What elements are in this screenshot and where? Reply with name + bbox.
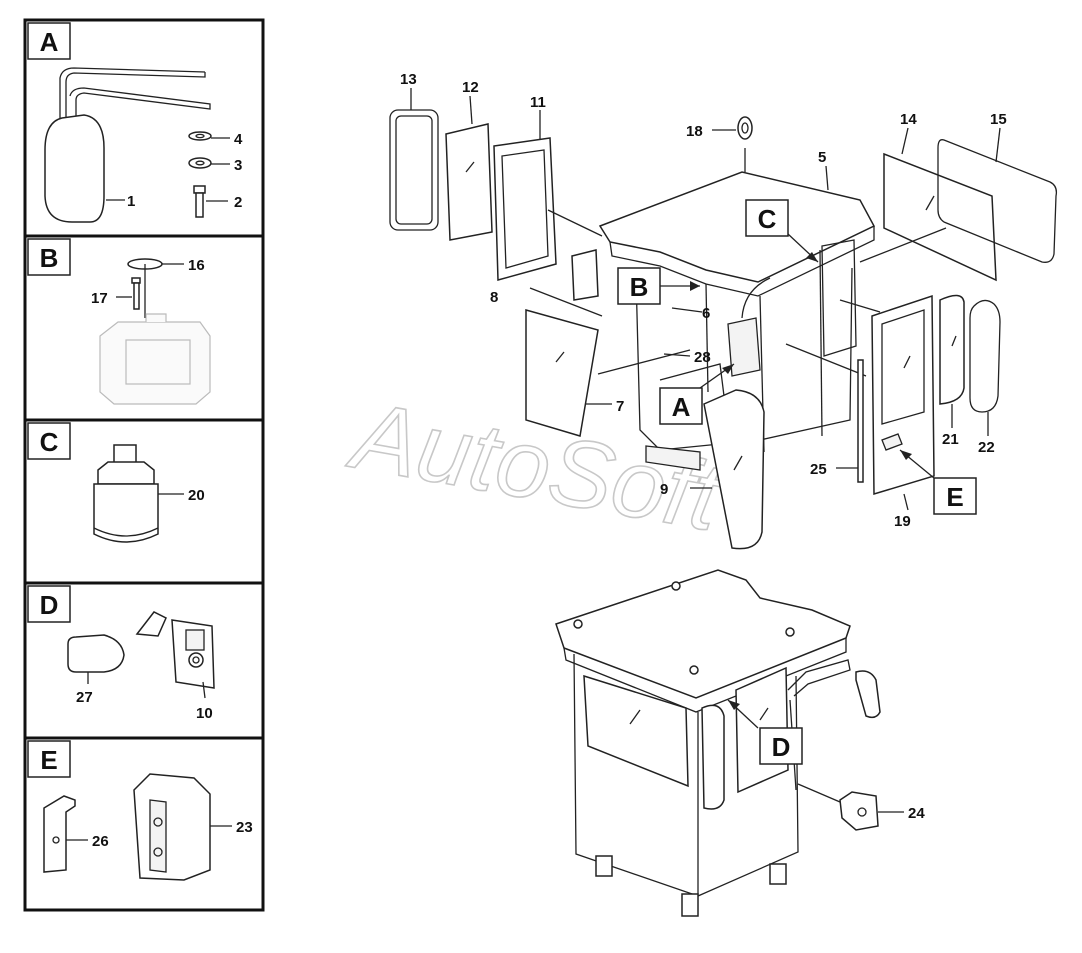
panel-b-letter: B bbox=[40, 243, 59, 273]
svg-text:D: D bbox=[772, 732, 791, 762]
part-label-7: 7 bbox=[616, 398, 624, 415]
callout-b: B bbox=[617, 267, 700, 305]
part-label-14: 14 bbox=[900, 111, 917, 128]
part-label-4: 4 bbox=[234, 131, 243, 148]
panel-a-letter: A bbox=[40, 27, 59, 57]
callout-a: A bbox=[659, 363, 735, 425]
cab-body bbox=[571, 239, 857, 471]
panel-d: D 27 10 bbox=[27, 585, 215, 722]
panel-a: A 1 2 3 4 bbox=[27, 22, 243, 223]
part-label-1: 1 bbox=[127, 193, 135, 210]
part-label-11: 11 bbox=[530, 94, 546, 111]
svg-text:B: B bbox=[630, 272, 649, 302]
part-label-26: 26 bbox=[92, 833, 109, 850]
svg-text:C: C bbox=[758, 204, 777, 234]
panel-c: C 20 bbox=[27, 422, 205, 543]
part-label-16: 16 bbox=[188, 257, 205, 274]
exploded-cab-view: 13 12 11 18 5 bbox=[389, 71, 1058, 550]
assembled-cab-view: 24 bbox=[555, 569, 925, 917]
svg-text:A: A bbox=[672, 392, 691, 422]
part-label-24: 24 bbox=[908, 805, 925, 822]
cab-roof: 18 5 bbox=[598, 116, 876, 297]
detail-panels: A 1 2 3 4 B 16 bbox=[23, 18, 265, 912]
part-label-3: 3 bbox=[234, 157, 242, 174]
part-label-22: 22 bbox=[978, 439, 995, 456]
part-label-5: 5 bbox=[818, 149, 826, 166]
part-label-2: 2 bbox=[234, 194, 242, 211]
part-6-28: 6 28 bbox=[663, 277, 771, 377]
part-label-17: 17 bbox=[91, 290, 108, 307]
part-7-8-front-glass: 8 7 bbox=[490, 287, 691, 437]
callout-c: C bbox=[745, 199, 819, 263]
callout-e: E bbox=[899, 449, 977, 515]
part-label-28: 28 bbox=[694, 349, 711, 366]
part-19-door: 19 25 bbox=[785, 294, 935, 530]
part-label-23: 23 bbox=[236, 819, 253, 836]
part-14-15-side-glass: 14 15 bbox=[859, 111, 1058, 282]
part-12-glass: 12 bbox=[445, 79, 493, 241]
panel-c-letter: C bbox=[40, 427, 59, 457]
part-label-27: 27 bbox=[76, 689, 93, 706]
part-label-6: 6 bbox=[702, 305, 710, 322]
part-label-10: 10 bbox=[196, 705, 213, 722]
part-13-seal: 13 bbox=[389, 71, 439, 231]
part-label-18: 18 bbox=[686, 123, 703, 140]
part-label-19: 19 bbox=[894, 513, 911, 530]
part-label-12: 12 bbox=[462, 79, 479, 96]
callout-boxes: A B C D E bbox=[617, 199, 977, 765]
part-label-9: 9 bbox=[660, 481, 668, 498]
part-9-windscreen: 9 bbox=[660, 389, 765, 550]
panel-d-letter: D bbox=[40, 590, 59, 620]
callout-d: D bbox=[727, 699, 803, 765]
panel-e: E 26 23 bbox=[27, 740, 253, 881]
part-11-door: 11 bbox=[493, 94, 603, 281]
part-21-22: 21 22 bbox=[939, 294, 1001, 456]
part-label-21: 21 bbox=[942, 431, 959, 448]
part-label-15: 15 bbox=[990, 111, 1007, 128]
part-label-20: 20 bbox=[188, 487, 205, 504]
part-label-25: 25 bbox=[810, 461, 827, 478]
panel-b: B 16 17 bbox=[27, 238, 211, 405]
panel-e-letter: E bbox=[40, 745, 57, 775]
svg-text:E: E bbox=[946, 482, 963, 512]
part-label-13: 13 bbox=[400, 71, 417, 88]
part-label-8: 8 bbox=[490, 289, 498, 306]
